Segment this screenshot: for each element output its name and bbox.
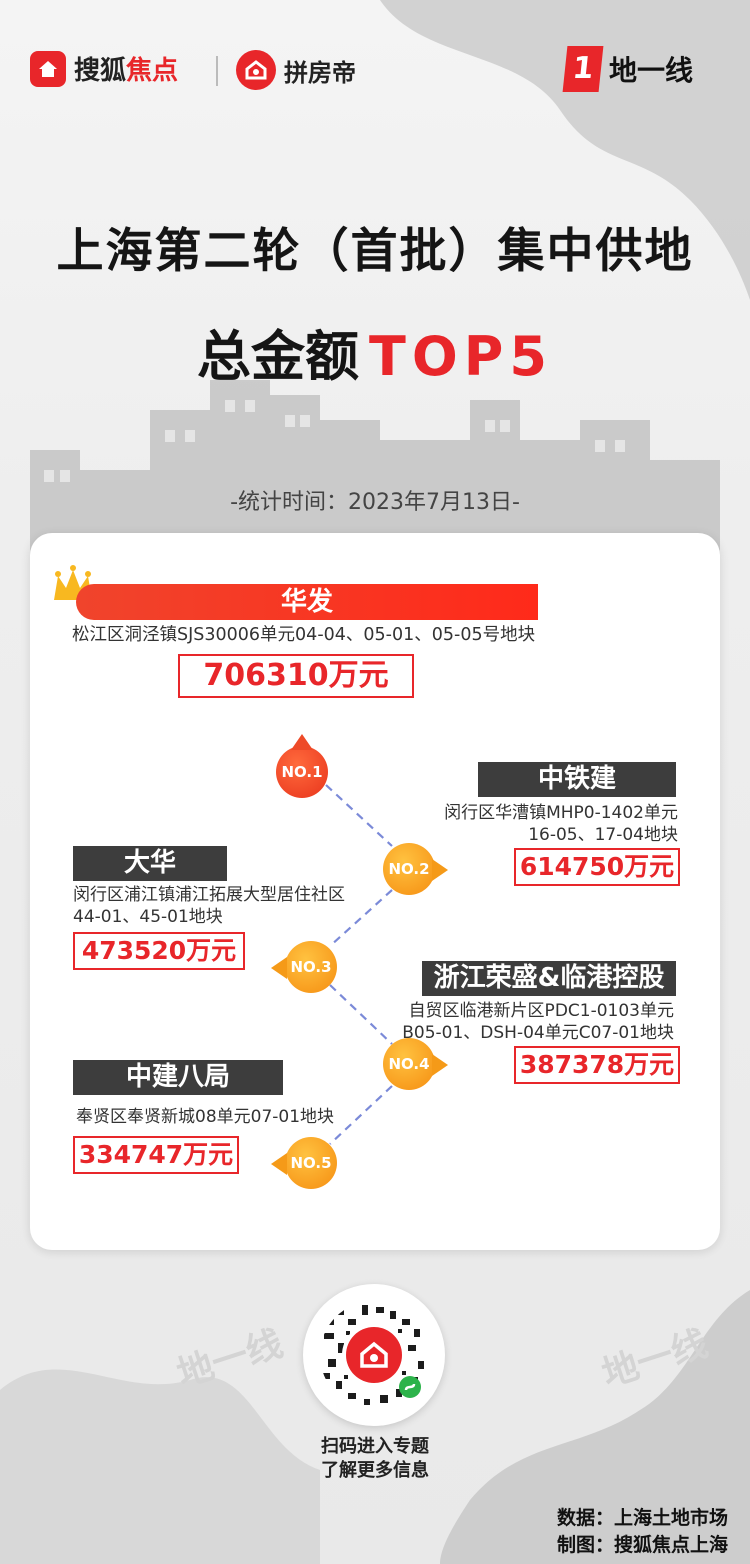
logo-sohu-highlight: 焦点 xyxy=(126,56,179,86)
plot-desc-4-line1: 自贸区临港新片区PDC1-0103单元 xyxy=(408,1001,674,1021)
plot-desc-5: 奉贤区奉贤新城08单元07-01地块 xyxy=(76,1107,335,1127)
diyixian-logo: 1 地一线 xyxy=(562,46,694,92)
qr-center-logo-icon xyxy=(346,1327,402,1383)
sohu-focus-logo: 搜狐焦点 xyxy=(30,50,178,87)
company-bar-3: 大华 xyxy=(73,846,227,881)
logo-dyx-text: 地一线 xyxy=(609,54,694,87)
amount-2: 614750万元 xyxy=(514,848,680,886)
scan-line1: 扫码进入专题 xyxy=(321,1436,429,1457)
stat-time: -统计时间：2023年7月13日- xyxy=(230,490,520,515)
rank-node-1: NO.1 xyxy=(276,746,328,798)
plot-desc-4-line2: B05-01、DSH-04单元C07-01地块 xyxy=(402,1023,674,1043)
amount-4: 387378万元 xyxy=(514,1046,680,1084)
plot-desc-2-line1: 闵行区华漕镇MHP0-1402单元 xyxy=(444,803,678,823)
title-line2-prefix: 总金额 xyxy=(197,324,360,388)
node2-pointer-icon xyxy=(432,859,448,881)
ranking-card xyxy=(30,533,720,1250)
logo-sohu-text: 搜狐 xyxy=(74,56,127,86)
company-bar-4: 浙江荣盛&临港控股 xyxy=(422,961,676,996)
company-bar-5: 中建八局 xyxy=(73,1060,283,1095)
node1-pointer-icon xyxy=(291,734,313,750)
plot-desc-3-line1: 闵行区浦江镇浦江拓展大型居住社区 xyxy=(73,885,345,905)
amount-5: 334747万元 xyxy=(73,1136,239,1174)
company-bar-2: 中铁建 xyxy=(478,762,676,797)
plot-desc-2: 闵行区华漕镇MHP0-1402单元 16-05、17-04地块 xyxy=(444,802,678,846)
plot-desc-3: 闵行区浦江镇浦江拓展大型居住社区 44-01、45-01地块 xyxy=(73,884,345,928)
footer-source: 数据：上海土地市场 xyxy=(556,1507,728,1529)
rank-node-2: NO.2 xyxy=(383,843,435,895)
node3-pointer-icon xyxy=(271,957,287,979)
pinfangdi-logo: 拼房帝 xyxy=(236,50,356,90)
mini-program-icon xyxy=(399,1376,421,1398)
house-icon xyxy=(30,50,66,87)
top-company-bar: 华发 xyxy=(76,584,538,620)
logo-pfd-text: 拼房帝 xyxy=(284,58,356,87)
footer-maker: 制图：搜狐焦点上海 xyxy=(556,1534,728,1556)
node5-pointer-icon xyxy=(271,1153,287,1175)
logo-divider xyxy=(216,56,218,86)
home-circle-icon xyxy=(236,50,276,90)
plot-desc-2-line2: 16-05、17-04地块 xyxy=(528,825,678,845)
scan-line2: 了解更多信息 xyxy=(321,1460,429,1481)
title-line1: 上海第二轮（首批）集中供地 xyxy=(56,224,694,279)
rank-node-4: NO.4 xyxy=(383,1038,435,1090)
node4-pointer-icon xyxy=(432,1054,448,1076)
plot-desc-4: 自贸区临港新片区PDC1-0103单元 B05-01、DSH-04单元C07-0… xyxy=(402,1000,674,1044)
top-amount: 706310万元 xyxy=(178,654,414,698)
amount-3: 473520万元 xyxy=(73,932,245,970)
top-plot-desc: 松江区洞泾镇SJS30006单元04-04、05-01、05-05号地块 xyxy=(72,625,536,645)
rank-node-5: NO.5 xyxy=(285,1137,337,1189)
title-line2-highlight: TOP5 xyxy=(369,325,553,388)
rank-node-3: NO.3 xyxy=(285,941,337,993)
plot-desc-3-line2: 44-01、45-01地块 xyxy=(73,907,223,927)
